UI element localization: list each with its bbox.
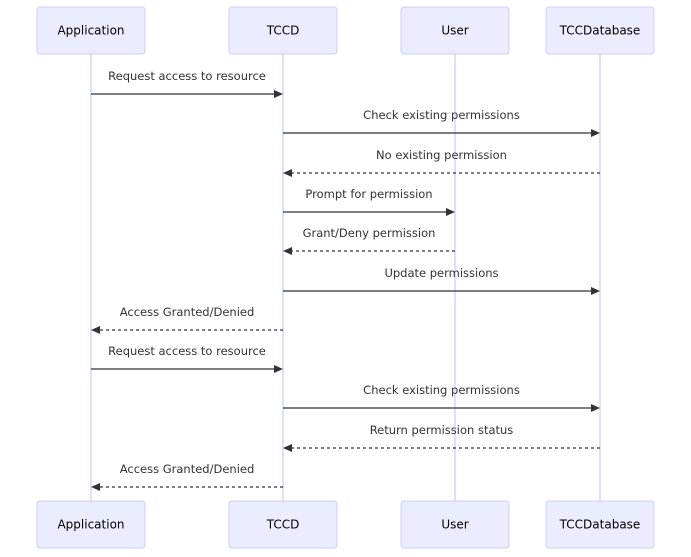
actor-box <box>545 6 655 55</box>
message-label: Request access to resource <box>108 69 266 83</box>
actor-box <box>228 500 338 549</box>
message-6: Update permissions <box>283 266 600 295</box>
actor-label: TCCDatabase <box>559 518 641 532</box>
actor-box <box>228 6 338 55</box>
actors-top-row: Application TCCD User TCCDatabase <box>36 6 655 55</box>
actor-box <box>36 6 146 55</box>
arrowhead-icon <box>274 90 283 98</box>
message-label: Check existing permissions <box>363 383 520 397</box>
message-label: Access Granted/Denied <box>120 462 255 476</box>
message-label: Return permission status <box>370 423 514 437</box>
actors-bottom-row: Application TCCD User TCCDatabase <box>36 500 655 549</box>
arrowhead-icon <box>283 247 292 255</box>
message-2: Check existing permissions <box>283 108 600 137</box>
actor-box <box>36 500 146 549</box>
message-9: Check existing permissions <box>283 383 600 412</box>
arrowhead-icon <box>274 365 283 373</box>
lifelines <box>90 54 601 501</box>
arrowhead-icon <box>91 326 100 334</box>
arrowhead-icon <box>283 169 292 177</box>
actor-label: TCCD <box>266 24 300 38</box>
arrowhead-icon <box>91 483 100 491</box>
message-label: Grant/Deny permission <box>303 226 436 240</box>
message-3: No existing permission <box>283 148 600 177</box>
arrowhead-icon <box>591 404 600 412</box>
message-label: No existing permission <box>376 148 507 162</box>
actor-tccdatabase-top: TCCDatabase <box>545 6 655 55</box>
message-4: Prompt for permission <box>283 187 455 216</box>
message-label: Check existing permissions <box>363 108 520 122</box>
actor-label: TCCD <box>266 518 300 532</box>
actor-label: Application <box>57 24 124 38</box>
message-10: Return permission status <box>283 423 600 452</box>
actor-tccdatabase-bottom: TCCDatabase <box>545 500 655 549</box>
actor-box <box>400 500 510 549</box>
message-label: Access Granted/Denied <box>120 305 255 319</box>
actor-label: User <box>441 518 468 532</box>
actor-user-top: User <box>400 6 510 55</box>
actor-tccd-top: TCCD <box>228 6 338 55</box>
arrowhead-icon <box>446 208 455 216</box>
message-7: Access Granted/Denied <box>91 305 283 334</box>
message-1: Request access to resource <box>91 69 283 98</box>
message-label: Prompt for permission <box>305 187 432 201</box>
message-label: Request access to resource <box>108 344 266 358</box>
actor-application-top: Application <box>36 6 146 55</box>
actor-label: TCCDatabase <box>559 24 641 38</box>
arrowhead-icon <box>591 129 600 137</box>
actor-tccd-bottom: TCCD <box>228 500 338 549</box>
actor-label: User <box>441 24 468 38</box>
actor-box <box>545 500 655 549</box>
message-5: Grant/Deny permission <box>283 226 455 255</box>
actor-application-bottom: Application <box>36 500 146 549</box>
actor-label: Application <box>57 518 124 532</box>
message-8: Request access to resource <box>91 344 283 373</box>
actor-user-bottom: User <box>400 500 510 549</box>
arrowhead-icon <box>591 287 600 295</box>
actor-box <box>400 6 510 55</box>
message-11: Access Granted/Denied <box>91 462 283 491</box>
arrowhead-icon <box>283 444 292 452</box>
message-label: Update permissions <box>384 266 498 280</box>
